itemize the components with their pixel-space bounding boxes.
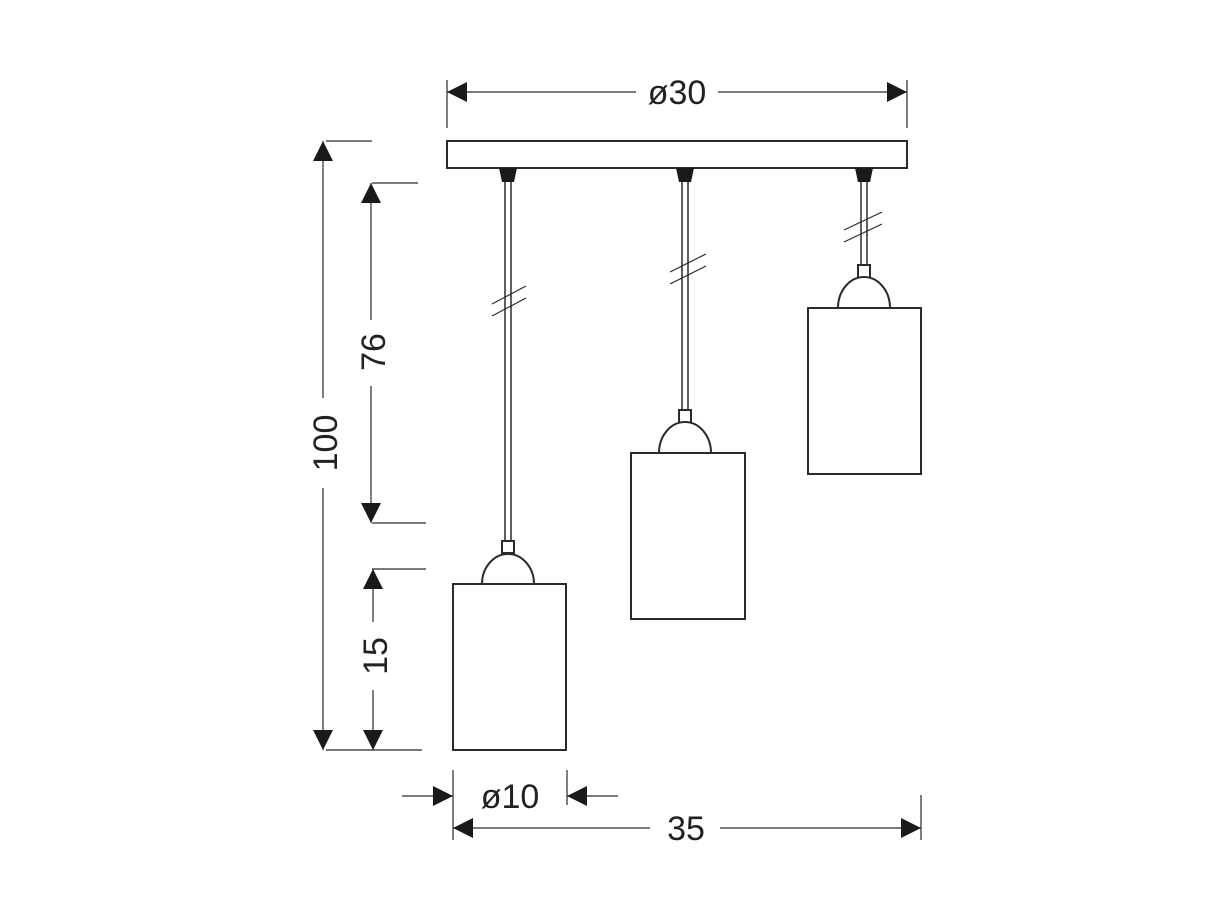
shade-diameter-label: ø10	[481, 778, 540, 816]
total-width-label: 35	[667, 810, 705, 848]
arrowhead-right	[887, 82, 907, 102]
break-mark	[669, 265, 707, 285]
lamp-shade	[452, 583, 567, 751]
arrowhead-top	[361, 183, 381, 203]
lamp-cap	[836, 276, 892, 309]
cable-length-label: 76	[355, 333, 393, 371]
lamp-shade	[807, 307, 922, 475]
arrowhead-right	[567, 786, 587, 806]
dimension-total-height: 100	[307, 140, 422, 751]
arrowhead-right	[901, 818, 921, 838]
break-mark	[491, 297, 527, 317]
canopy-diameter-label: ø30	[648, 74, 707, 112]
cable-grip	[855, 168, 873, 182]
break-mark	[843, 211, 883, 231]
lamp-cap	[657, 421, 713, 454]
pendant-right	[807, 168, 922, 475]
dimension-cable-length: 76	[355, 182, 426, 524]
arrowhead-top	[313, 141, 333, 161]
arrowhead-bottom	[313, 730, 333, 750]
break-mark	[669, 253, 707, 273]
cable-grip	[499, 168, 517, 182]
dimension-total-width: 35	[453, 795, 922, 848]
arrowhead-top	[363, 569, 383, 589]
dimension-canopy-diameter: ø30	[446, 74, 908, 128]
lamp-shade	[630, 452, 746, 620]
arrowhead-bottom	[363, 730, 383, 750]
dimension-shade-height: 15	[357, 568, 426, 750]
lamp-cap	[480, 553, 536, 585]
arrowhead-left	[447, 82, 467, 102]
arrowhead-left	[433, 786, 453, 806]
pendant-left	[452, 168, 567, 751]
cable-grip	[676, 168, 694, 182]
total-height-label: 100	[307, 415, 345, 472]
arrowhead-bottom	[361, 503, 381, 523]
break-mark	[843, 223, 883, 243]
lamp-holder	[501, 540, 515, 554]
break-mark	[491, 285, 527, 305]
shade-height-label: 15	[357, 637, 395, 675]
arrowhead-left	[453, 818, 473, 838]
pendant-middle	[630, 168, 746, 620]
canopy-plate	[446, 140, 908, 169]
dimension-shade-diameter: ø10	[402, 770, 618, 840]
